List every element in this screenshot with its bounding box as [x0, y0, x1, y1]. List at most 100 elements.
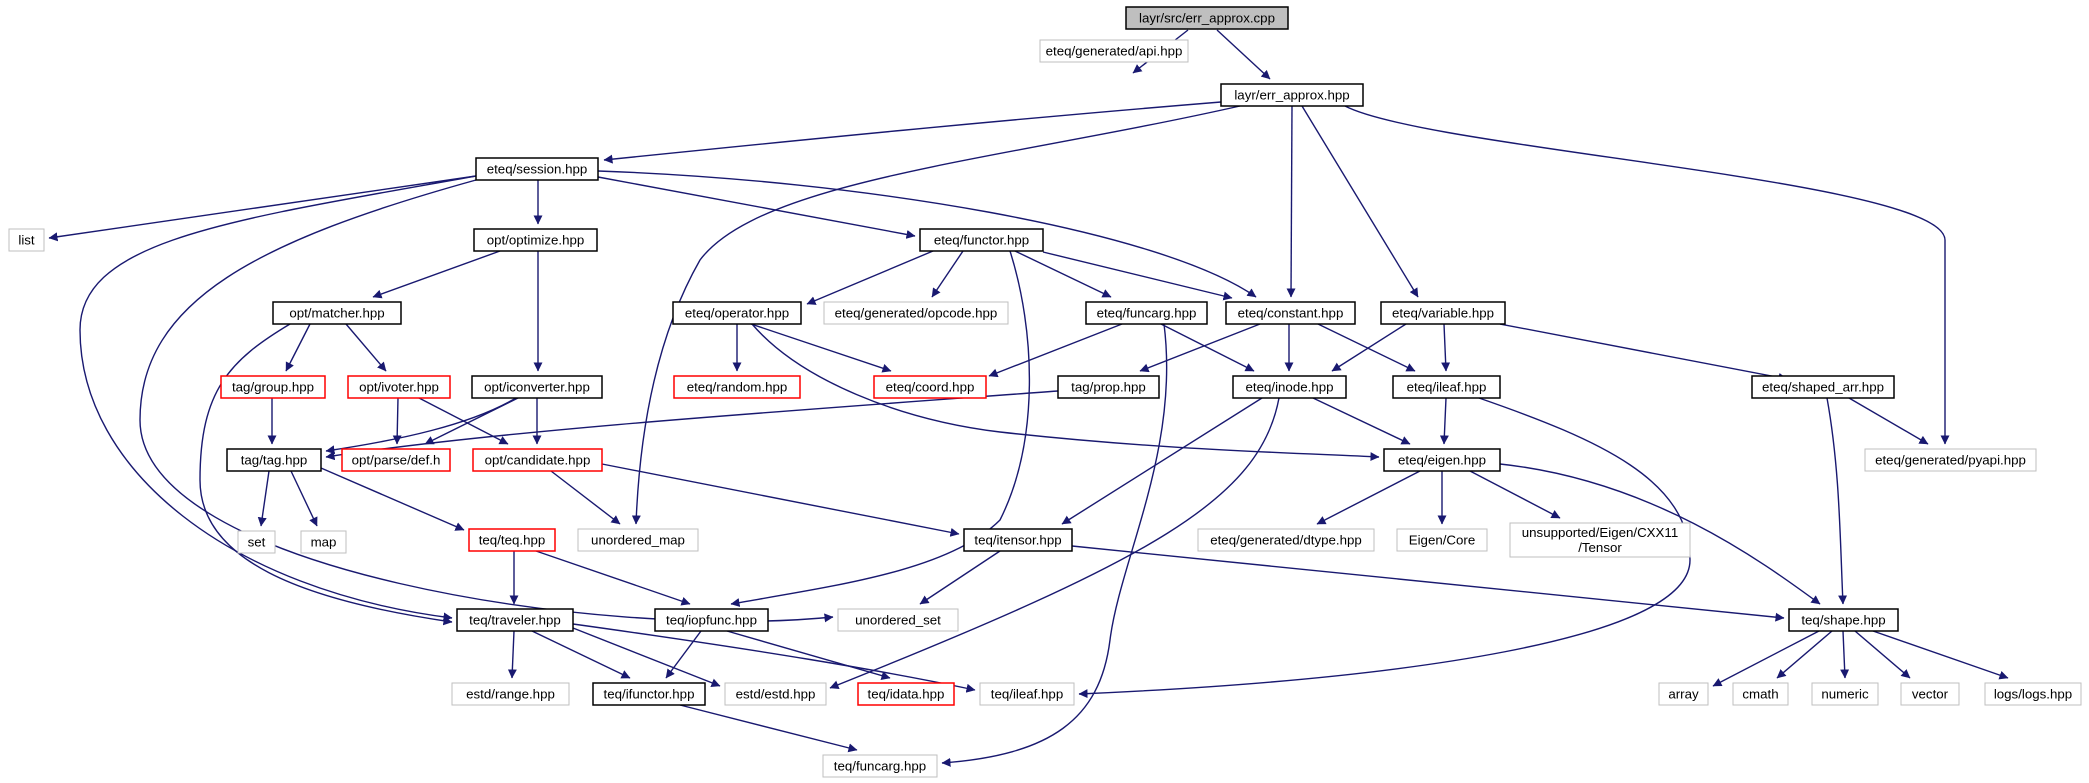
- edge-constant-to-prop: [1139, 323, 1261, 373]
- edge-tag-to-teq: [320, 467, 465, 531]
- node-api[interactable]: eteq/generated/api.hpp: [1039, 39, 1189, 63]
- node-box: [237, 530, 276, 554]
- node-box: [673, 375, 801, 399]
- edge-root-to-errh: [1216, 29, 1271, 80]
- node-box: [577, 528, 699, 552]
- node-label: unordered_set: [855, 613, 941, 628]
- node-dtype[interactable]: eteq/generated/dtype.hpp: [1197, 528, 1375, 552]
- node-tag[interactable]: tag/tag.hpp: [226, 448, 322, 472]
- node-box: [1396, 528, 1488, 552]
- edge-inode-to-eigen: [1312, 397, 1411, 445]
- node-pyapi[interactable]: eteq/generated/pyapi.hpp: [1864, 448, 2037, 472]
- node-idata[interactable]: teq/idata.hpp: [857, 682, 955, 706]
- node-array[interactable]: array: [1658, 682, 1709, 706]
- edge-functor-to-opcode: [931, 250, 964, 298]
- node-candidate[interactable]: opt/candidate.hpp: [472, 448, 603, 472]
- node-shapedarr[interactable]: eteq/shaped_arr.hpp: [1751, 375, 1895, 399]
- node-set[interactable]: set: [237, 530, 276, 554]
- edge-funcarg-to-coord: [988, 323, 1123, 378]
- node-box: [1732, 682, 1789, 706]
- node-vector[interactable]: vector: [1900, 682, 1960, 706]
- node-operator[interactable]: eteq/operator.hpp: [672, 301, 802, 325]
- node-tensor[interactable]: unsupported/Eigen/CXX11/Tensor: [1509, 522, 1691, 558]
- node-umap[interactable]: unordered_map: [577, 528, 699, 552]
- node-label: tag/tag.hpp: [241, 453, 308, 468]
- node-optimize[interactable]: opt/optimize.hpp: [473, 228, 598, 252]
- edge-funcarg-to-inode: [1160, 323, 1255, 372]
- node-ivoter[interactable]: opt/ivoter.hpp: [347, 375, 451, 399]
- edge-ivoter-to-def: [392, 397, 402, 445]
- node-label: eteq/generated/pyapi.hpp: [1875, 453, 2026, 468]
- node-matcher[interactable]: opt/matcher.hpp: [272, 301, 402, 325]
- node-label: opt/ivoter.hpp: [359, 380, 439, 395]
- node-list[interactable]: list: [8, 228, 45, 252]
- edge-funcarg-to-funcargt: [941, 323, 1168, 767]
- node-functor[interactable]: eteq/functor.hpp: [919, 228, 1044, 252]
- node-box: [1197, 528, 1375, 552]
- node-constant[interactable]: eteq/constant.hpp: [1225, 301, 1356, 325]
- node-coord[interactable]: eteq/coord.hpp: [873, 375, 987, 399]
- node-opcode[interactable]: eteq/generated/opcode.hpp: [823, 301, 1009, 325]
- node-eigen[interactable]: eteq/eigen.hpp: [1383, 448, 1501, 472]
- node-ileafe[interactable]: eteq/ileaf.hpp: [1392, 375, 1501, 399]
- node-def[interactable]: opt/parse/def.h: [341, 448, 451, 472]
- edge-functor-to-operator: [806, 250, 934, 305]
- node-box: [1380, 301, 1506, 325]
- node-shape[interactable]: teq/shape.hpp: [1788, 608, 1899, 632]
- node-funcargt[interactable]: teq/funcarg.hpp: [822, 754, 938, 778]
- node-box: [592, 682, 706, 706]
- node-itensor[interactable]: teq/itensor.hpp: [963, 528, 1073, 552]
- edges-layer: [48, 29, 2009, 767]
- node-box: [1225, 301, 1356, 325]
- node-box: [475, 157, 599, 181]
- node-eigencore[interactable]: Eigen/Core: [1396, 528, 1488, 552]
- node-errh[interactable]: layr/err_approx.hpp: [1220, 83, 1364, 107]
- edge-iconverter-to-tag: [325, 397, 517, 455]
- node-root[interactable]: layr/src/err_approx.cpp: [1125, 6, 1289, 30]
- node-random[interactable]: eteq/random.hpp: [673, 375, 801, 399]
- node-numeric[interactable]: numeric: [1811, 682, 1879, 706]
- node-cmath[interactable]: cmath: [1732, 682, 1789, 706]
- node-label: Eigen/Core: [1409, 533, 1476, 548]
- node-label: list: [18, 233, 35, 248]
- node-logs[interactable]: logs/logs.hpp: [1984, 682, 2082, 706]
- node-label: eteq/coord.hpp: [886, 380, 975, 395]
- node-label: eteq/generated/opcode.hpp: [835, 306, 998, 321]
- nodes-layer: layr/src/err_approx.cpp eteq/generated/ap…: [8, 6, 2082, 778]
- edge-traveler-to-ifunctor: [531, 630, 631, 679]
- edge-eigen-to-tensor: [1469, 470, 1561, 519]
- edge-errh-to-constant: [1286, 105, 1296, 298]
- edge-shape-to-array: [1712, 630, 1820, 687]
- node-uset[interactable]: unordered_set: [837, 608, 959, 632]
- edge-iopfunc-to-ifunctor: [665, 630, 702, 679]
- node-label: teq/iopfunc.hpp: [666, 613, 757, 628]
- node-ileaft[interactable]: teq/ileaf.hpp: [979, 682, 1075, 706]
- node-teq[interactable]: teq/teq.hpp: [468, 528, 556, 552]
- node-ifunctor[interactable]: teq/ifunctor.hpp: [592, 682, 706, 706]
- node-label: eteq/generated/api.hpp: [1046, 44, 1183, 59]
- node-session[interactable]: eteq/session.hpp: [475, 157, 599, 181]
- edge-shapedarr-to-shape: [1826, 397, 1848, 605]
- node-label: teq/funcarg.hpp: [834, 759, 926, 774]
- node-iopfunc[interactable]: teq/iopfunc.hpp: [654, 608, 769, 632]
- edge-functor-to-constant: [1042, 251, 1233, 301]
- node-box: [1392, 375, 1501, 399]
- edge-iopfunc-to-idata: [726, 630, 891, 680]
- node-prop[interactable]: tag/prop.hpp: [1057, 375, 1160, 399]
- node-estd[interactable]: estd/estd.hpp: [724, 682, 827, 706]
- node-traveler[interactable]: teq/traveler.hpp: [456, 608, 574, 632]
- node-range[interactable]: estd/range.hpp: [451, 682, 570, 706]
- node-box: [1039, 39, 1189, 63]
- node-iconverter[interactable]: opt/iconverter.hpp: [471, 375, 603, 399]
- node-box: [873, 375, 987, 399]
- node-box: [963, 528, 1073, 552]
- node-funcarg[interactable]: eteq/funcarg.hpp: [1085, 301, 1208, 325]
- node-label: eteq/functor.hpp: [934, 233, 1029, 248]
- node-map[interactable]: map: [300, 530, 347, 554]
- node-group[interactable]: tag/group.hpp: [220, 375, 326, 399]
- edge-session-to-traveler: [79, 175, 477, 622]
- edge-functor-to-funcarg: [1014, 250, 1112, 298]
- node-inode[interactable]: eteq/inode.hpp: [1232, 375, 1347, 399]
- node-variable[interactable]: eteq/variable.hpp: [1380, 301, 1506, 325]
- edge-errh-to-umap: [631, 105, 1241, 525]
